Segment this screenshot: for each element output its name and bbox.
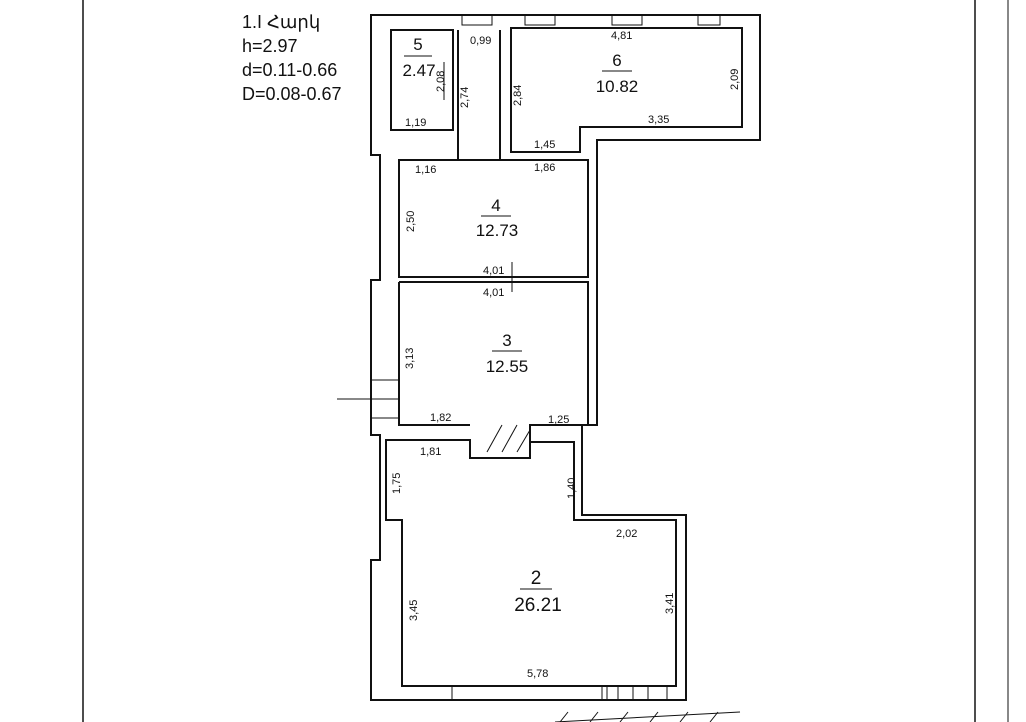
room-5-outline [390, 29, 454, 131]
room-4-outline [398, 159, 589, 278]
door-3-2 [486, 424, 531, 453]
dim-r4-top: 1,16 [415, 164, 436, 176]
room-6-label: 6 10.82 [596, 51, 639, 96]
room-2-outline [385, 439, 677, 687]
room-area: 26.21 [514, 595, 562, 616]
dim-r2-bottom: 5,78 [527, 668, 548, 680]
room-area: 2.47 [402, 61, 435, 80]
room-4-label: 4 12.73 [476, 196, 519, 240]
dim-r6-step: 1,45 [534, 139, 555, 151]
room-3-label: 3 12.55 [486, 331, 529, 376]
room-number: 3 [502, 331, 511, 350]
room-area: 12.55 [486, 357, 529, 376]
room-number: 4 [491, 196, 500, 215]
bottom-windows [451, 685, 668, 701]
dim-r3-left: 3,13 [404, 348, 416, 369]
dim-r4-left: 2,50 [405, 211, 417, 232]
dim-r3-bottom-left: 1,82 [430, 412, 451, 424]
wall-d-label: d=0.11-0.66 [242, 60, 337, 80]
dim-r2-step: 1,40 [566, 478, 578, 499]
room-number: 6 [612, 51, 621, 70]
room-5-label: 5 2.47 [402, 35, 435, 80]
dim-r6-bottom: 3,35 [648, 114, 669, 126]
top-windows [461, 14, 721, 26]
room-area: 10.82 [596, 77, 639, 96]
dim-r5-h2: 2,74 [459, 87, 471, 108]
dim-r5-width: 1,19 [405, 117, 426, 129]
dim-r6-top: 4,81 [611, 30, 632, 42]
dim-r3-bottom-right: 1,25 [548, 414, 569, 426]
height-label: h=2.97 [242, 36, 298, 56]
stair-hatch [554, 711, 741, 722]
dim-r3-top: 4,01 [483, 287, 504, 299]
dim-r2-top-left: 1,81 [420, 446, 441, 458]
dim-r5-h1: 2,08 [435, 71, 447, 92]
room-2-label: 2 26.21 [514, 568, 562, 616]
outer-wall [370, 14, 761, 701]
room-number: 5 [413, 35, 422, 54]
dim-r2-mid: 2,02 [616, 528, 637, 540]
floor-label: 1.I Հարկ [242, 12, 320, 32]
dim-r5-top: 0,99 [470, 35, 491, 47]
wall-D-label: D=0.08-0.67 [242, 84, 342, 104]
dim-r6-right: 2,09 [729, 69, 741, 90]
room-number: 2 [531, 568, 542, 589]
entrance [337, 379, 399, 419]
room-6-outline [510, 27, 743, 153]
dim-r4-step: 1,86 [534, 162, 555, 174]
dim-r4-bottom: 4,01 [483, 265, 504, 277]
room-area: 12.73 [476, 221, 519, 240]
dim-r2-left-upper: 1,75 [391, 473, 403, 494]
dim-r6-left: 2,84 [512, 85, 524, 106]
room-3-outline [398, 281, 589, 452]
dim-r2-left-lower: 3,45 [408, 600, 420, 621]
dim-r2-right: 3,41 [664, 593, 676, 614]
